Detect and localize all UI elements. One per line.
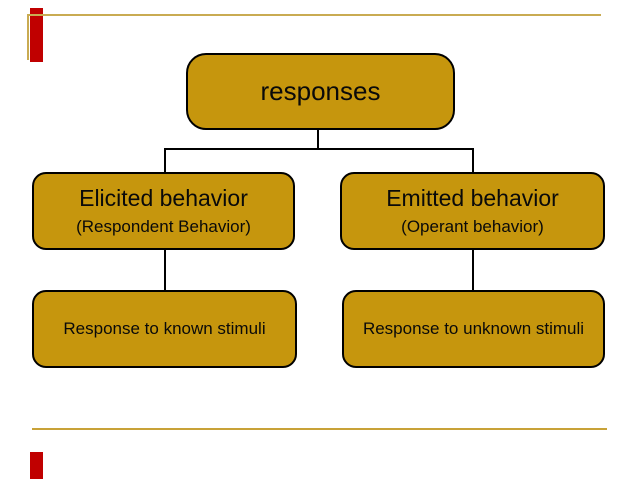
node-unknown-label: Response to unknown stimuli xyxy=(362,319,585,339)
node-responses: responses xyxy=(186,53,455,130)
node-response-known-stimuli: Response to known stimuli xyxy=(32,290,297,368)
node-known-label: Response to known stimuli xyxy=(63,319,266,339)
connector-horizontal-bar xyxy=(164,148,474,150)
connector-drop-right-level2 xyxy=(472,148,474,174)
node-response-unknown-stimuli: Response to unknown stimuli xyxy=(342,290,605,368)
connector-drop-left-level3 xyxy=(164,249,166,292)
red-accent-bar-top xyxy=(30,8,43,62)
node-elicited-subtitle: (Respondent Behavior) xyxy=(76,217,251,237)
connector-drop-right-level3 xyxy=(472,249,474,292)
connector-drop-left-level2 xyxy=(164,148,166,174)
node-emitted-title: Emitted behavior xyxy=(386,185,559,211)
node-elicited-title: Elicited behavior xyxy=(79,185,248,211)
node-emitted-subtitle: (Operant behavior) xyxy=(401,217,544,237)
red-accent-bar-bottom xyxy=(30,452,43,479)
frame-corner-vertical-line xyxy=(27,14,29,60)
bottom-rule xyxy=(32,428,607,430)
frame-corner-horizontal-line xyxy=(27,14,601,16)
connector-root-stub xyxy=(317,129,319,149)
node-responses-label: responses xyxy=(260,75,381,106)
node-elicited-behavior: Elicited behavior (Respondent Behavior) xyxy=(32,172,295,250)
node-emitted-behavior: Emitted behavior (Operant behavior) xyxy=(340,172,605,250)
